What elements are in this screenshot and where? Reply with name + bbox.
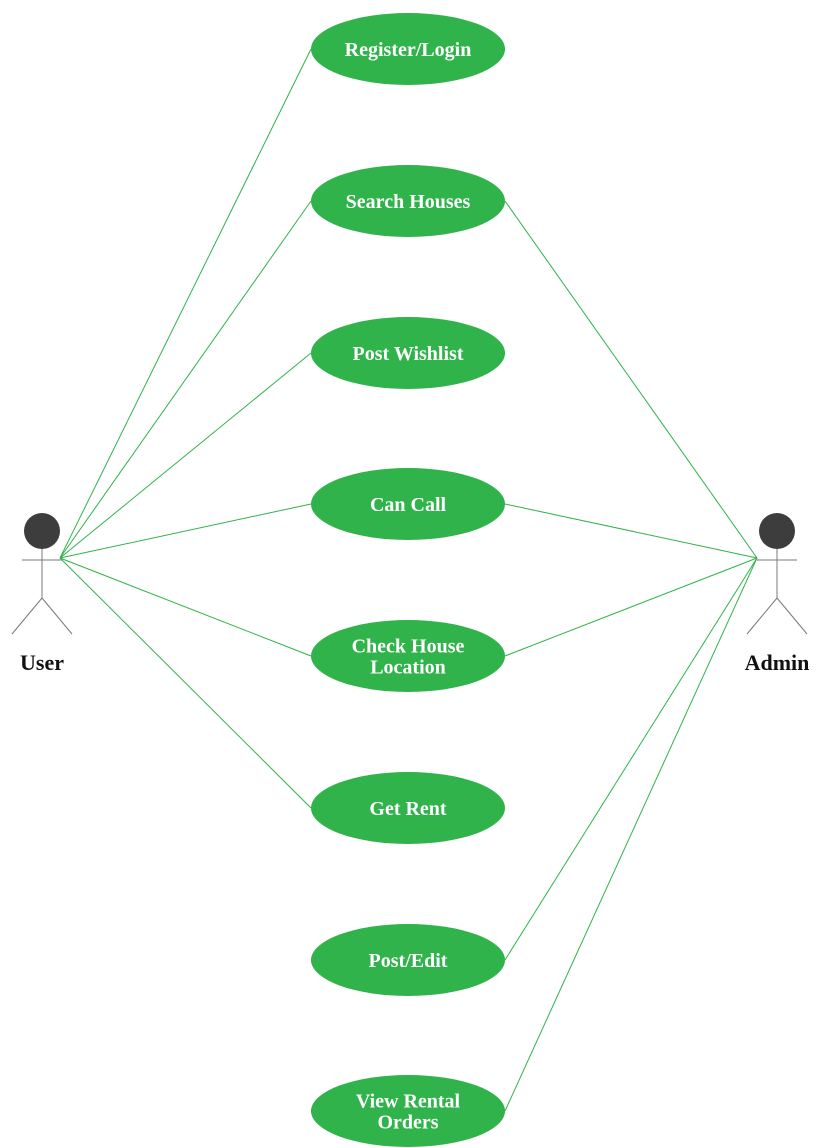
user-actor-right-leg	[41, 597, 73, 635]
admin-actor-right-leg	[776, 597, 808, 635]
association-admin-can-call	[504, 503, 758, 559]
use-case-ellipse	[311, 924, 505, 996]
association-admin-search-houses	[504, 200, 758, 559]
use-case-label: Register/Login	[345, 39, 472, 61]
use-case-post-wishlist: Post Wishlist	[311, 317, 505, 389]
admin-actor-label: Admin	[745, 650, 810, 675]
association-admin-post-edit	[504, 557, 758, 961]
association-admin-check-house-location	[504, 557, 758, 657]
association-user-register-login	[59, 48, 312, 559]
association-user-search-houses	[59, 200, 312, 559]
use-case-can-call: Can Call	[311, 468, 505, 540]
user-actor-label: User	[20, 650, 64, 675]
use-case-post-edit: Post/Edit	[311, 924, 505, 996]
use-case-label: View Rental	[356, 1091, 461, 1113]
use-case-ellipse	[311, 772, 505, 844]
use-case-register-login: Register/Login	[311, 13, 505, 85]
use-case-search-houses: Search Houses	[311, 165, 505, 237]
association-user-get-rent	[59, 557, 312, 809]
use-case-ellipse	[311, 165, 505, 237]
use-case-label: Post/Edit	[369, 950, 448, 972]
use-case-label: Get Rent	[369, 798, 447, 820]
use-case-label: Orders	[377, 1112, 438, 1134]
association-user-post-wishlist	[59, 352, 312, 559]
association-user-check-house-location	[59, 557, 312, 657]
admin-actor-head	[759, 513, 795, 549]
association-user-can-call	[59, 503, 312, 559]
associations	[59, 48, 758, 1112]
use-case-get-rent: Get Rent	[311, 772, 505, 844]
actor-admin: Admin	[745, 513, 810, 675]
use-case-label: Post Wishlist	[353, 343, 464, 365]
use-case-label: Location	[370, 657, 446, 679]
use-case-label: Check House	[352, 636, 465, 658]
use-case-label: Search Houses	[346, 191, 471, 213]
use-case-ellipse	[311, 468, 505, 540]
user-actor-left-leg	[11, 597, 43, 635]
use-case-ellipse	[311, 1075, 505, 1147]
user-actor-head	[24, 513, 60, 549]
use-case-ellipse	[311, 620, 505, 692]
admin-actor-left-leg	[746, 597, 778, 635]
association-admin-view-rental-orders	[504, 557, 758, 1112]
actor-user: User	[11, 513, 73, 675]
use-case-ellipse	[311, 317, 505, 389]
use-case-label: Can Call	[370, 494, 447, 516]
use-case-ellipse	[311, 13, 505, 85]
